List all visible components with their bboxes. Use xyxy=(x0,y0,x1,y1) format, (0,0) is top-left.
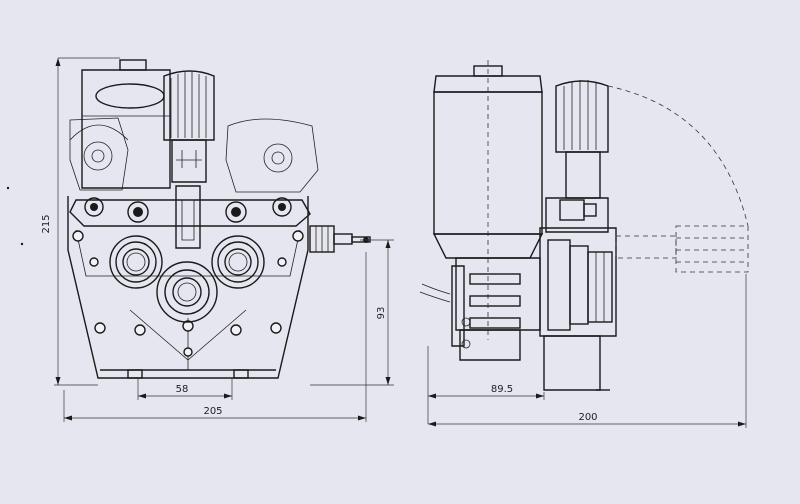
front-motor xyxy=(81,59,171,189)
spool-arm-right xyxy=(225,118,319,193)
dim-side-offset: 89.5 xyxy=(427,346,545,424)
drive-gear-center xyxy=(156,261,218,323)
dim-front-height: 215 xyxy=(41,57,120,386)
pressure-knob xyxy=(163,70,215,183)
dim-label-215: 215 xyxy=(41,214,52,233)
dim-outlet-height: 93 xyxy=(310,239,394,386)
drive-roller-left xyxy=(109,235,163,289)
side-motor xyxy=(432,60,544,340)
spool-arm-left xyxy=(69,117,129,191)
wire-outlet xyxy=(309,225,371,253)
swung-knob-outline xyxy=(615,225,749,273)
side-gearbox xyxy=(419,257,541,361)
side-view: 89.5 200 xyxy=(419,60,749,428)
side-feed-assembly xyxy=(539,197,617,391)
pressure-arm xyxy=(69,185,311,249)
dim-roller-spacing: 58 xyxy=(137,378,233,400)
dim-label-93: 93 xyxy=(376,307,387,320)
knob-swing-arc xyxy=(607,85,749,227)
scan-speck xyxy=(20,242,24,246)
dim-side-width: 200 xyxy=(428,274,747,428)
dim-label-58: 58 xyxy=(176,384,189,395)
dim-label-205: 205 xyxy=(203,406,222,417)
side-pressure-knob xyxy=(555,80,609,199)
front-view: 215 205 58 93 xyxy=(41,57,394,422)
dim-front-width: 205 xyxy=(63,252,367,422)
dim-label-89-5: 89.5 xyxy=(491,384,513,395)
drive-roller-right xyxy=(211,235,265,289)
front-base-plate xyxy=(67,196,309,379)
dim-label-200: 200 xyxy=(578,412,597,423)
scan-speck xyxy=(6,186,10,190)
